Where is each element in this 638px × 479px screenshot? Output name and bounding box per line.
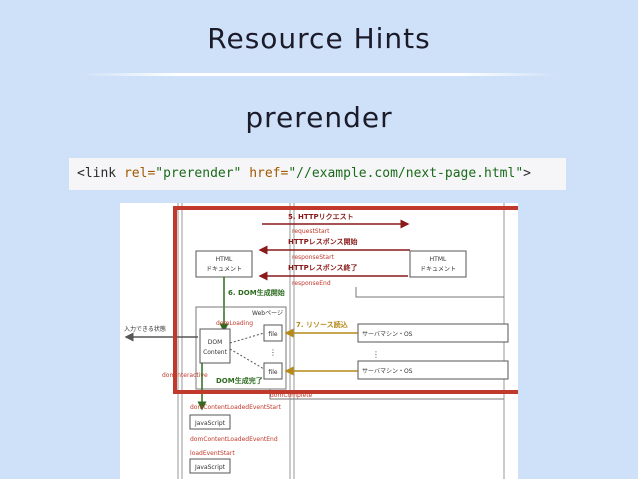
file-box-1 [263, 324, 283, 342]
label-dom-interactive: domInteractive [162, 372, 208, 379]
prerender-highlight-frame [173, 206, 518, 394]
label-request-start: requestStart [292, 228, 330, 235]
label-file-1: file [268, 331, 277, 338]
label-http-response-end: HTTPレスポンス終了 [288, 263, 358, 272]
code-attr-rel: rel= [123, 166, 156, 181]
label-file-2: file [268, 369, 277, 376]
title-divider [82, 73, 556, 76]
dom-content-box [199, 328, 231, 364]
label-response-end: responseEnd [292, 280, 331, 287]
label-resource-load: 7. リソース読込 [296, 320, 348, 329]
label-http-request: 5. HTTPリクエスト [288, 212, 354, 221]
dotted-link [229, 332, 265, 344]
code-value-href: "//example.com/next-page.html" [288, 166, 524, 181]
label-javascript-1: JavaScript [194, 420, 226, 427]
code-tag-open: <link [77, 166, 124, 181]
label-web-page: Webページ [252, 310, 283, 317]
connector-line [355, 287, 504, 298]
label-server-1: サーバマシン・OS [362, 331, 413, 338]
label-input-ready: 入力できる状態 [124, 325, 166, 333]
label-dcl-event-start: domContentLoadedEventStart [190, 404, 282, 411]
html-doc-right-line1: HTML [430, 256, 447, 263]
navigation-timing-diagram: 5. HTTPリクエスト requestStart HTTPレスポンス開始 re… [120, 203, 518, 479]
code-snippet: <link rel="prerender" href="//example.co… [69, 158, 566, 190]
html-doc-left-line2: ドキュメント [206, 266, 242, 273]
html-doc-right-line2: ドキュメント [420, 266, 456, 273]
vertical-ellipsis-icon: ⋮ [269, 348, 277, 357]
label-response-start: responseStart [292, 254, 335, 261]
label-load-event-start: loadEventStart [190, 450, 235, 457]
label-dom-build-start: 6. DOM生成開始 [228, 288, 285, 297]
label-dcl-event-end: domContentLoadedEventEnd [190, 436, 278, 443]
label-dom: DOM [208, 339, 223, 346]
label-http-response-start: HTTPレスポンス開始 [288, 237, 358, 246]
javascript-box-2 [189, 458, 231, 474]
slide-subtitle: prerender [245, 101, 393, 134]
server-box-2 [357, 360, 509, 380]
dotted-link [229, 348, 265, 370]
html-document-right [409, 250, 467, 278]
server-box-1 [357, 323, 509, 343]
label-dom-complete: domComplete [270, 392, 313, 399]
label-content: Content [203, 349, 228, 356]
label-javascript-2: JavaScript [194, 464, 226, 471]
web-page-frame [195, 306, 287, 390]
diagram-canvas: 5. HTTPリクエスト requestStart HTTPレスポンス開始 re… [124, 203, 518, 479]
label-dom-loading: domLoading [216, 320, 253, 327]
code-attr-href: href= [249, 166, 289, 181]
html-doc-left-line1: HTML [216, 256, 233, 263]
vertical-ellipsis-icon: ⋮ [372, 350, 380, 359]
code-value-rel: "prerender" [155, 166, 242, 181]
html-document-left [195, 250, 253, 278]
code-tag-close: > [523, 166, 531, 181]
file-box-2 [263, 362, 283, 380]
label-server-2: サーバマシン・OS [362, 368, 413, 375]
slide-title: Resource Hints [207, 22, 431, 55]
javascript-box-1 [189, 414, 231, 430]
label-dom-build-done: DOM生成完了 [216, 376, 263, 385]
